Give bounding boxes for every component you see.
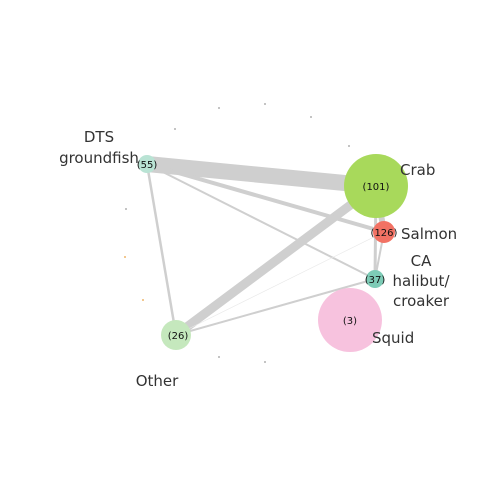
node-halibut-label-line-1: CA (411, 252, 432, 270)
edge-other-crab (171, 181, 381, 340)
minor-point (264, 361, 266, 363)
minor-point (218, 107, 220, 109)
node-crab-circle (344, 154, 408, 218)
node-dts-label-line-1: DTS (84, 128, 114, 146)
node-halibut-label-line-2: halibut/ (393, 272, 451, 290)
node-crab-label: Crab (400, 161, 435, 179)
node-other: (26) Other (136, 320, 191, 390)
node-squid-label: Squid (372, 329, 414, 347)
node-dts-count: (55) (137, 160, 158, 171)
minor-point (125, 208, 127, 210)
edge-other-halibut (175, 278, 376, 336)
minor-point (310, 116, 312, 118)
edge-dts-salmon (145, 162, 386, 234)
node-halibut-label-line-3: croaker (393, 292, 450, 310)
node-salmon: (126) Salmon (371, 221, 457, 243)
node-other-label: Other (136, 372, 179, 390)
node-squid-circle (318, 288, 382, 352)
minor-point (218, 356, 220, 358)
node-crab: (101) Crab (344, 154, 435, 218)
minor-point (174, 128, 176, 130)
node-halibut-count: (37) (365, 275, 386, 286)
node-crab-count: (101) (363, 182, 390, 193)
node-squid: (3) Squid (318, 288, 414, 352)
node-other-count: (26) (168, 331, 189, 342)
node-salmon-count: (126) (371, 228, 398, 239)
node-dts-label-line-2: groundfish (59, 149, 139, 167)
edge-other-salmon (175, 231, 385, 336)
edge-dts-crab (139, 156, 384, 194)
node-dts: (55) DTS groundfish (59, 128, 157, 173)
edge-dts-other (145, 162, 178, 337)
node-squid-count: (3) (343, 316, 357, 327)
minor-points (124, 103, 350, 363)
minor-point (142, 299, 144, 301)
node-salmon-label: Salmon (401, 225, 457, 243)
minor-point (348, 145, 350, 147)
node-halibut: (37) CA halibut/ croaker (365, 252, 451, 310)
node-halibut-circle (366, 270, 384, 288)
node-salmon-circle (373, 221, 395, 243)
minor-point (124, 256, 126, 258)
minor-point (264, 103, 266, 105)
node-other-circle (161, 320, 191, 350)
edge-dts-halibut (146, 163, 376, 280)
node-dts-circle (138, 155, 156, 173)
